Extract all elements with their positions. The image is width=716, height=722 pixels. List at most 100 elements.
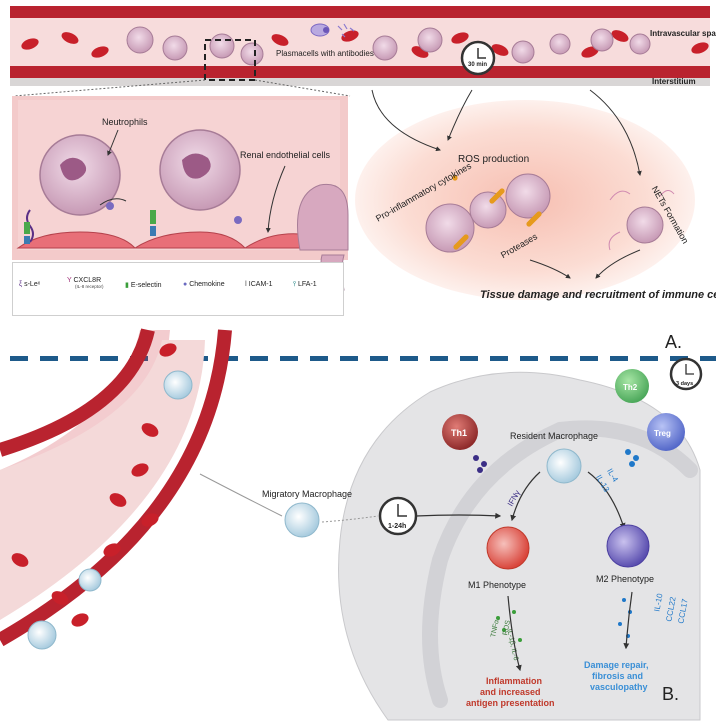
divider-dash [10, 356, 28, 361]
divider-dash [460, 356, 478, 361]
th1-cell-icon [442, 414, 478, 450]
arrow-to-cytokines [371, 89, 441, 152]
kidney-inner [422, 420, 698, 708]
divider-dash [370, 356, 388, 361]
neutrophils-arrow [107, 129, 119, 156]
divider-dash [430, 356, 448, 361]
divider-dash [70, 356, 88, 361]
red-blood-cell-icon [159, 343, 177, 357]
treg-cell-icon [647, 413, 685, 451]
arrow-to-m2 [587, 471, 626, 530]
m1-outcome-line2: and increased [480, 687, 541, 697]
divider-dash [100, 356, 118, 361]
timer-3days-icon [669, 357, 703, 391]
red-blood-cell-icon [141, 423, 159, 437]
arrow-to-nets [589, 89, 642, 176]
red-blood-cell-icon [341, 30, 359, 42]
legend-box: ξ s-Leˣ Y CXCL8R (IL-8 receptor) ▮ E-sel… [12, 262, 344, 316]
th1-label: Th1 [451, 428, 467, 438]
timer-30min-label: 30 min [468, 62, 487, 68]
protease-dot [463, 234, 469, 240]
vessel-neutrophils [126, 26, 651, 66]
arrow-to-m1 [510, 471, 541, 522]
cxcl8r-icon: Y [67, 277, 72, 284]
m1-cytokine-tnf: TNFα, [490, 617, 501, 638]
red-blood-cell-icon [71, 613, 89, 627]
m2-outcome-line1: Damage repair, [584, 660, 649, 670]
migratory-macrophage-icon [284, 502, 320, 538]
ifng-molecules [473, 455, 487, 473]
red-blood-cell-icon [611, 30, 629, 42]
red-blood-cell-icon [51, 591, 69, 605]
m1-outcome-arrow [507, 595, 522, 672]
protease-dot [452, 175, 458, 181]
red-blood-cell-icon [271, 34, 289, 46]
migratory-arrow-out [321, 515, 379, 523]
timer-30min-icon [460, 40, 496, 76]
divider-dash [400, 356, 418, 361]
m1-outcome-line1: Inflammation [486, 676, 542, 686]
inset-panel [12, 96, 349, 291]
resident-macrophage-icon [546, 448, 582, 484]
m1-outcome-line3: antigen presentation [466, 698, 555, 708]
ros-label: ROS production [458, 154, 529, 165]
renal-endothelial-label: Renal endothelial cells [240, 150, 331, 160]
red-blood-cells [21, 30, 709, 58]
red-blood-cell-icon [131, 463, 149, 477]
renal-endothelial-arrow [265, 165, 286, 233]
legend-item-slex: ξ s-Leˣ [19, 281, 40, 288]
arrow-to-m1-from-timer [415, 512, 502, 519]
m1-cytokine-ros: ROS [502, 619, 512, 636]
protease-dot [499, 188, 505, 194]
icam1-icon: ǀ [245, 281, 247, 288]
divider-dash [490, 356, 508, 361]
arrow-damage-right [595, 249, 641, 279]
arrow-damage-left [529, 259, 571, 279]
red-blood-cell-icon [91, 46, 109, 58]
divider-dash [310, 356, 328, 361]
red-blood-cell-icon [11, 553, 29, 567]
panel-a-tag: A. [665, 332, 682, 352]
divider-dash [340, 356, 358, 361]
divider-dash [670, 356, 688, 361]
m2-cytokine-il10: IL-10 [652, 592, 664, 612]
legend-sub-cxcl8r: (IL-8 receptor) [75, 284, 104, 289]
legend-label-chemokine: Chemokine [189, 281, 225, 288]
red-blood-cell-icon [691, 42, 709, 54]
m1-macrophage-icon [486, 526, 530, 570]
m2-cytokine-ccl22: CCL22 [664, 596, 677, 623]
red-blood-cell-icon [491, 44, 509, 56]
th2-cell-icon [615, 369, 649, 403]
red-blood-cell-icon [103, 543, 121, 557]
divider-dash [250, 356, 268, 361]
panel-divider [10, 356, 716, 361]
legend-item-cxcl8r: Y CXCL8R (IL-8 receptor) [67, 277, 104, 289]
interstitium-label: Interstitium [652, 77, 696, 86]
m1-label: M1 Phenotype [468, 580, 526, 590]
divider-dash [700, 356, 716, 361]
m2-macrophage-icon [606, 524, 650, 568]
resident-macrophage-label: Resident Macrophage [510, 431, 598, 441]
e-selectin-icon: ▮ [125, 282, 129, 289]
red-blood-cell-icon [21, 38, 39, 50]
plasmacells-label: Plasmacells with antibodies [276, 49, 374, 58]
migratory-arrow-in [199, 473, 283, 517]
protease-dot [536, 211, 542, 217]
m2-cytokine-ccl17: CCL17 [676, 598, 689, 625]
legend-label-lfa1: LFA-1 [298, 281, 317, 288]
red-blood-cell-icon [61, 32, 79, 44]
neutrophils-label: Neutrophils [102, 117, 148, 127]
divider-dash [610, 356, 628, 361]
divider-dash [640, 356, 658, 361]
legend-item-lfa1: ⫯ LFA-1 [293, 281, 317, 289]
m2-outcome-arrow [623, 591, 633, 650]
red-blood-cell-icon [451, 32, 469, 44]
plasmacell-icon [310, 23, 355, 38]
m1-cytokine-dots [496, 610, 522, 642]
legend-item-eselectin: ▮ E-selectin [125, 281, 162, 289]
legend-item-icam1: ǀ ICAM-1 [245, 281, 273, 288]
treg-label: Treg [654, 429, 671, 438]
s-lex-icon: ξ [19, 281, 23, 288]
legend-label-slex: s-Leˣ [24, 281, 41, 288]
